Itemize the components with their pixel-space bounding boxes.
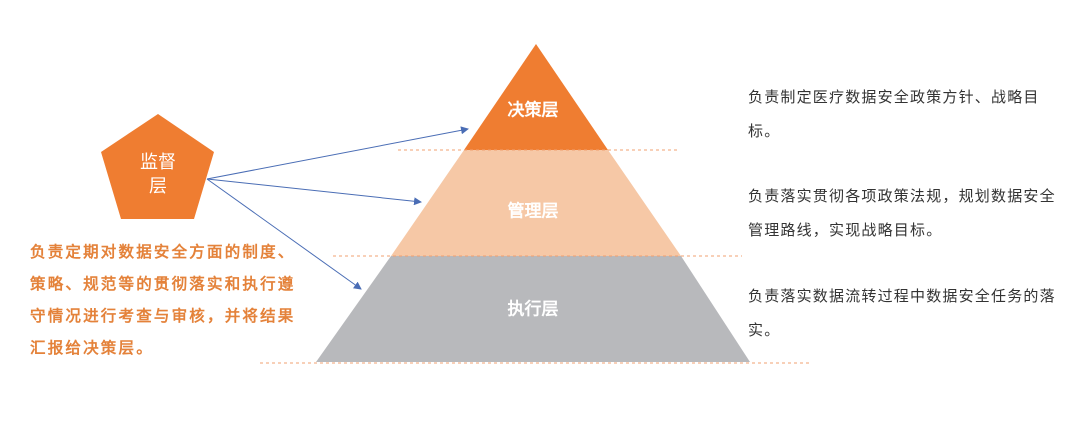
- supervision-pentagon: [101, 114, 214, 219]
- arrow-to-execution: [206, 178, 362, 290]
- tier-label-management: 管理层: [507, 201, 559, 222]
- supervision-description: 负责定期对数据安全方面的制度、策略、规范等的贯彻落实和执行遵守情况进行考查与审核…: [30, 243, 296, 357]
- tier-description-decision: 负责制定医疗数据安全政策方针、战略目标。: [748, 88, 1040, 140]
- pyramid-tier-management: [391, 150, 681, 256]
- tier-label-execution: 执行层: [507, 299, 559, 320]
- supervision-label: 监督层: [140, 152, 176, 197]
- pyramid-tier-decision: [464, 44, 608, 150]
- pyramid-tier-execution: [316, 256, 750, 362]
- arrow-to-management: [206, 178, 422, 206]
- tier-description-execution: 负责落实数据流转过程中数据安全任务的落实。: [748, 287, 1056, 339]
- tier-description-management: 负责落实贯彻各项政策法规，规划数据安全管理路线，实现战略目标。: [748, 187, 1056, 239]
- arrow-to-decision: [206, 126, 469, 180]
- tier-label-decision: 决策层: [507, 100, 559, 121]
